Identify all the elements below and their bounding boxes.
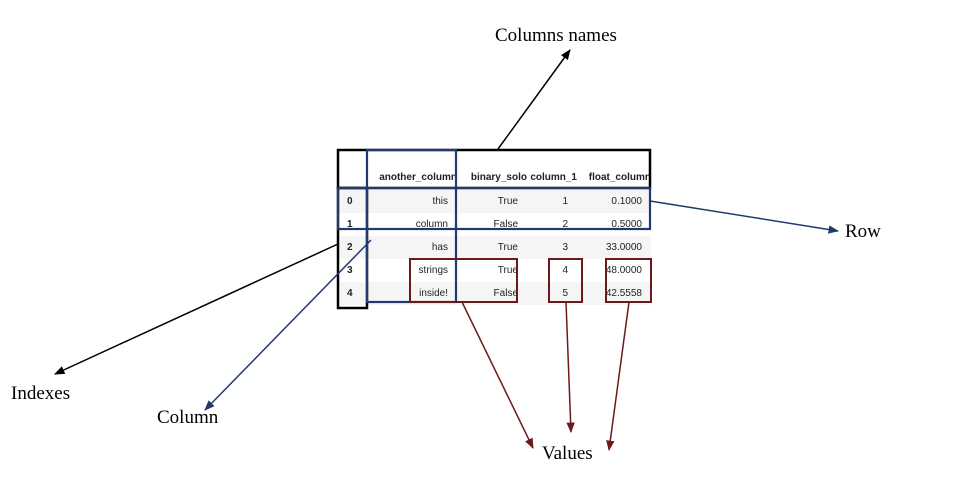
table-cell: True [497,242,518,253]
row-arrow [649,200,840,234]
table-cell: 42.5558 [605,288,642,299]
row-highlight-box [336,186,652,231]
table-cell: 1 [562,196,568,207]
table-cell: 3 [562,242,568,253]
row-index: 3 [347,265,353,276]
table-cell: 5 [562,288,568,299]
table-cell: 33.0000 [605,242,642,253]
table-row: 1 column False 2 0.5000 [338,213,651,236]
table-row: 4 inside! False 5 42.5558 [338,282,651,305]
table-row: 0 this True 1 0.1000 [338,190,651,213]
table-cell: 4 [562,265,568,276]
indexes-label: Indexes [11,383,71,404]
column-arrow [204,239,372,411]
table-row: 3 strings True 4 48.0000 [338,259,651,282]
values-label: Values [542,443,593,464]
table-cell: False [493,219,518,230]
table-cell: False [493,288,518,299]
table-cell: 0.5000 [611,219,642,230]
row-index: 0 [347,196,353,207]
values-highlight-box [409,258,518,303]
indexes-arrow [54,243,339,375]
column-highlight-box [365,148,458,304]
table-cell: inside! [419,288,448,299]
column-header: another_column [379,172,457,183]
table-cell: 2 [562,219,568,230]
column-header: column_1 [530,172,577,183]
row-label: Row [845,221,881,242]
table-cell: has [431,242,448,253]
header-row: another_column binary_solo column_1 floa… [338,150,651,190]
table-cell: strings [418,265,448,276]
values-highlight-box [548,258,583,303]
header-highlight-box [336,148,652,190]
row-index: 1 [347,219,353,230]
column-header: binary_solo [470,172,527,183]
table-cell: 48.0000 [605,265,642,276]
columns-names-label: Columns names [495,25,617,46]
row-index: 4 [347,288,353,299]
row-index: 2 [347,242,353,253]
column-header: float_column [588,172,651,183]
values-arrow [606,301,630,452]
dataframe-table: another_column binary_solo column_1 floa… [338,150,651,305]
table-row: 2 has True 3 33.0000 [338,236,651,259]
table-cell: True [497,265,518,276]
columns-names-arrow [497,49,571,150]
table-cell: this [432,196,448,207]
values-highlight-box [605,258,652,303]
table-cell: True [497,196,518,207]
values-arrow [461,301,534,449]
column-label: Column [157,407,219,428]
values-arrow [565,301,575,434]
table-cell: column [415,219,448,230]
table-cell: 0.1000 [611,196,642,207]
